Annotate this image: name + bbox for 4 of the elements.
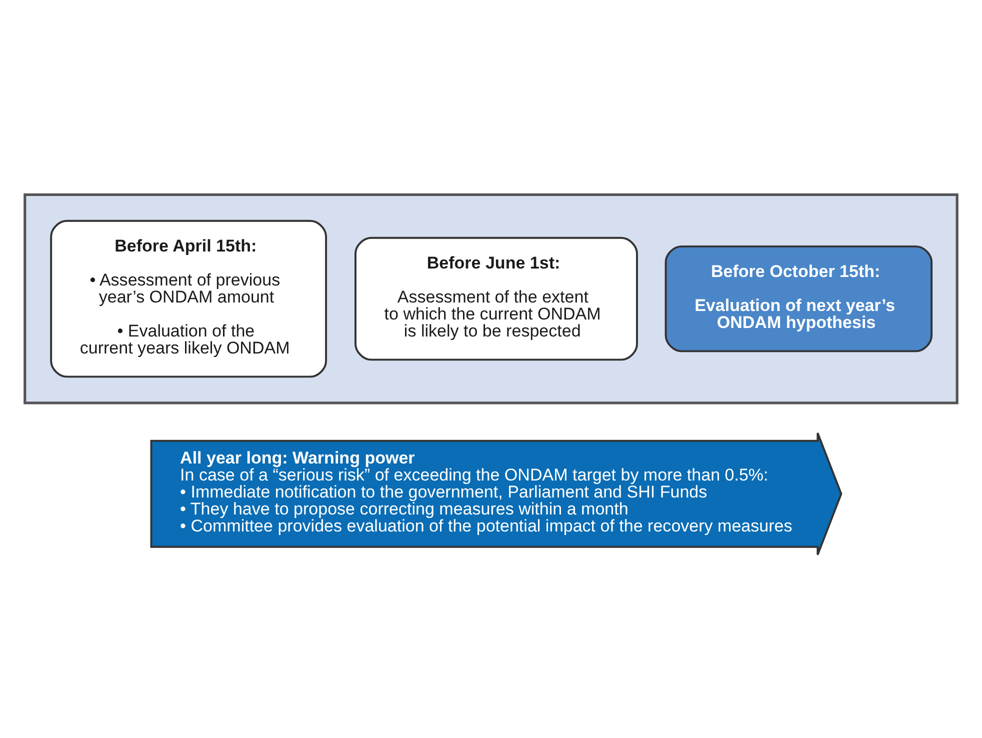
node-box: Before October 15th: Evaluation of next year’s ONDAM hypothesis xyxy=(664,244,933,352)
node-box: Before April 15th: • Assessment of previous year’s ONDAM amount • Evaluation of the current years likely ONDAM xyxy=(50,219,328,378)
cluster xyxy=(24,192,958,404)
node-box: Before June 1st: Assessment of the extent to which the current ONDAM is likely to be respected xyxy=(354,236,638,360)
